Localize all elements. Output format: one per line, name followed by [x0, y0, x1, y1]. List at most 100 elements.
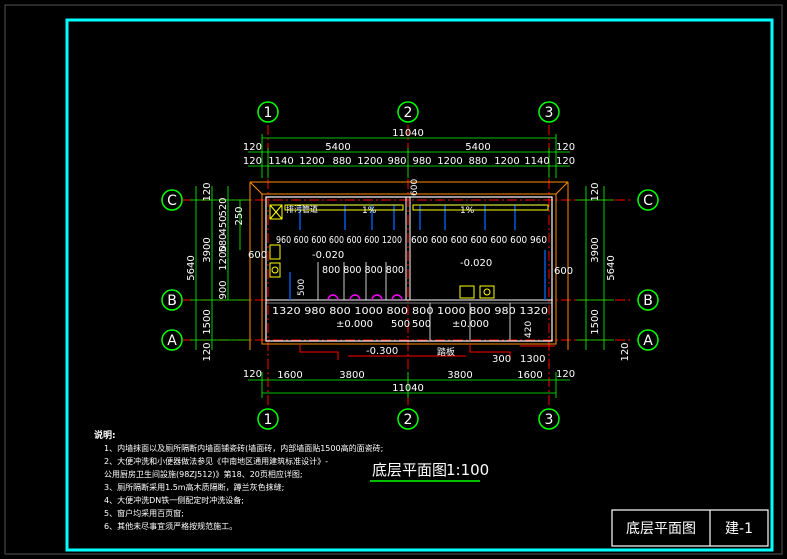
note-item: 6、其他未尽事宜须严格按规范施工。 [104, 521, 237, 531]
dim-top-row1-right: 120 [556, 142, 575, 153]
axis-bubbles-top: 1 2 3 [257, 101, 560, 123]
elev-inner-right: -0.020 [460, 258, 492, 269]
dim-top-seg: 880 [332, 156, 351, 167]
plumbing-fixtures [269, 204, 549, 299]
note-item: 3、厕所隔断采用1.5m高木质隔断，蹲兰灰色抹缝; [104, 482, 284, 492]
left-dimension-text: 5640 3900 1500 1200 900 120 120 520 450 … [186, 182, 245, 361]
step-1300: 1300 [520, 354, 545, 365]
top-dimension-text: 11040 5400 5400 120 120 120 120 1140 120… [243, 128, 575, 167]
bottom-dimension-text: 120 120 1600 3800 3800 1600 11040 [243, 369, 575, 394]
dim-left-stack: 580 [218, 233, 229, 252]
mid-500-right: 500 [412, 319, 431, 330]
dim-left-outer: 5640 [186, 255, 197, 280]
dim-top-seg: 980 [412, 156, 431, 167]
elev-inner-left: -0.020 [312, 250, 344, 261]
dim-left-end-bottom: 120 [202, 342, 213, 361]
elev-outside: -0.300 [366, 346, 398, 357]
right-dimension-text: 3900 1500 5640 120 120 [590, 182, 631, 361]
axis-label-bottom-2: 2 [404, 412, 413, 428]
grid-right-dims: 600 600 600 600 600 600 960 [411, 235, 547, 246]
mid-600-top: 600 [410, 179, 420, 196]
stall-bottom-left-dims: 1320 980 800 1000 800 [272, 306, 408, 317]
axis-bubbles-left: C B A [161, 189, 183, 351]
urinals [327, 294, 403, 301]
dim-top-seg: 1200 [357, 156, 382, 167]
dim-bottom-seg: 3800 [339, 370, 364, 381]
dim-bottom-seg: 1600 [277, 370, 302, 381]
notes-heading: 说明: [94, 429, 116, 441]
axis-label-left-b: B [167, 293, 177, 309]
axis-bubbles-bottom: 1 2 3 [257, 408, 560, 430]
dim-bottom-end-left: 120 [243, 369, 262, 380]
note-item: 5、窗户均采用百页窗; [104, 508, 184, 518]
right-420: 420 [524, 321, 534, 338]
building-walls [249, 181, 569, 350]
dim-left-stack: 450 [218, 215, 229, 234]
axis-label-top-3: 3 [545, 105, 554, 121]
note-item: 1、内墙抹面以及厕所隔断内墙面铺瓷砖(墙面砖，内部墙面贴1500高的面瓷砖; [104, 443, 383, 453]
mid-500-left: 500 [391, 319, 410, 330]
left-500: 500 [297, 279, 307, 296]
dim-top-half-right: 5400 [465, 142, 490, 153]
left-dimensions [190, 186, 250, 350]
note-item: 公用厨房卫生间設施(98ZJ512)》第18、20页相应详图; [104, 469, 303, 479]
room-label: 排污管道 [286, 204, 318, 214]
axis-label-right-c: C [643, 193, 653, 209]
ramp-label: 踏板 [437, 346, 455, 358]
dim-right-mid-lower: 1500 [590, 309, 601, 334]
bottom-dimensions [248, 372, 570, 398]
dim-left-stack: 520 [218, 197, 229, 216]
axis-label-top-1: 1 [264, 105, 273, 121]
stall-partitions [317, 262, 511, 340]
dim-right-outer: 5640 [606, 255, 617, 280]
dim-top-seg: 1140 [268, 156, 293, 167]
axis-label-bottom-3: 3 [545, 412, 554, 428]
dim-bottom-end-right: 120 [556, 369, 575, 380]
dim-left-mid-upper: 3900 [202, 237, 213, 262]
dim-left-mid-lower: 1500 [202, 309, 213, 334]
dim-top-seg: 1200 [299, 156, 324, 167]
dim-left-end-top: 120 [202, 182, 213, 201]
dim-right-mid-upper: 3900 [590, 237, 601, 262]
dim-left-inner-1200: 1200 [218, 245, 229, 270]
dim-left-inner-900: 900 [218, 280, 229, 299]
dim-top-seg: 980 [387, 156, 406, 167]
dim-left-stack: 250 [234, 206, 245, 225]
axis-bubbles-right: C B A [637, 189, 659, 351]
right-dimensions [576, 186, 614, 350]
elev-entrance-left: ±0.000 [336, 319, 373, 330]
dim-top-row2-left: 120 [243, 156, 262, 167]
elev-entrance-right: ±0.000 [452, 319, 489, 330]
side-600-right: 600 [554, 266, 573, 277]
step-300: 300 [492, 354, 511, 365]
slope-label-right: 1% [460, 206, 475, 216]
note-item: 2、大便冲洗和小便器做法参见《中南地区通用建筑标准设计》- [104, 456, 328, 466]
top-dimensions [248, 134, 570, 178]
dim-top-half-left: 5400 [325, 142, 350, 153]
drawing-scale: 1:100 [446, 461, 489, 479]
stall-left-dims: 800 800 800 800 [322, 265, 404, 276]
axis-label-top-2: 2 [404, 105, 413, 121]
slope-label-left: 1% [362, 206, 377, 216]
dim-bottom-seg: 1600 [517, 370, 542, 381]
plan-annotations: 排污管道 1% 1% 960 600 600 600 600 600 1200 … [248, 179, 573, 365]
dim-top-seg: 880 [468, 156, 487, 167]
drawing-title-group: 底层平面图 1:100 [370, 461, 489, 482]
axis-label-left-c: C [167, 193, 177, 209]
dim-top-total: 11040 [392, 128, 424, 139]
axis-label-left-a: A [167, 333, 177, 349]
design-notes: 说明: 1、内墙抹面以及厕所隔断内墙面铺瓷砖(墙面砖，内部墙面贴1500高的面瓷… [94, 429, 383, 531]
dim-bottom-seg: 3800 [447, 370, 472, 381]
title-block-code: 建-1 [725, 521, 753, 537]
title-block-name: 底层平面图 [626, 521, 696, 537]
stall-bottom-right-dims: 800 1000 800 980 1320 [412, 306, 548, 317]
dim-top-seg: 1200 [437, 156, 462, 167]
axis-label-bottom-1: 1 [264, 412, 273, 428]
title-block: 底层平面图 建-1 [611, 509, 769, 547]
side-600-left: 600 [248, 250, 267, 261]
dim-top-row2-right: 120 [556, 156, 575, 167]
dim-top-row1-left: 120 [243, 142, 262, 153]
dim-bottom-total: 11040 [392, 383, 424, 394]
axis-label-right-a: A [643, 333, 653, 349]
